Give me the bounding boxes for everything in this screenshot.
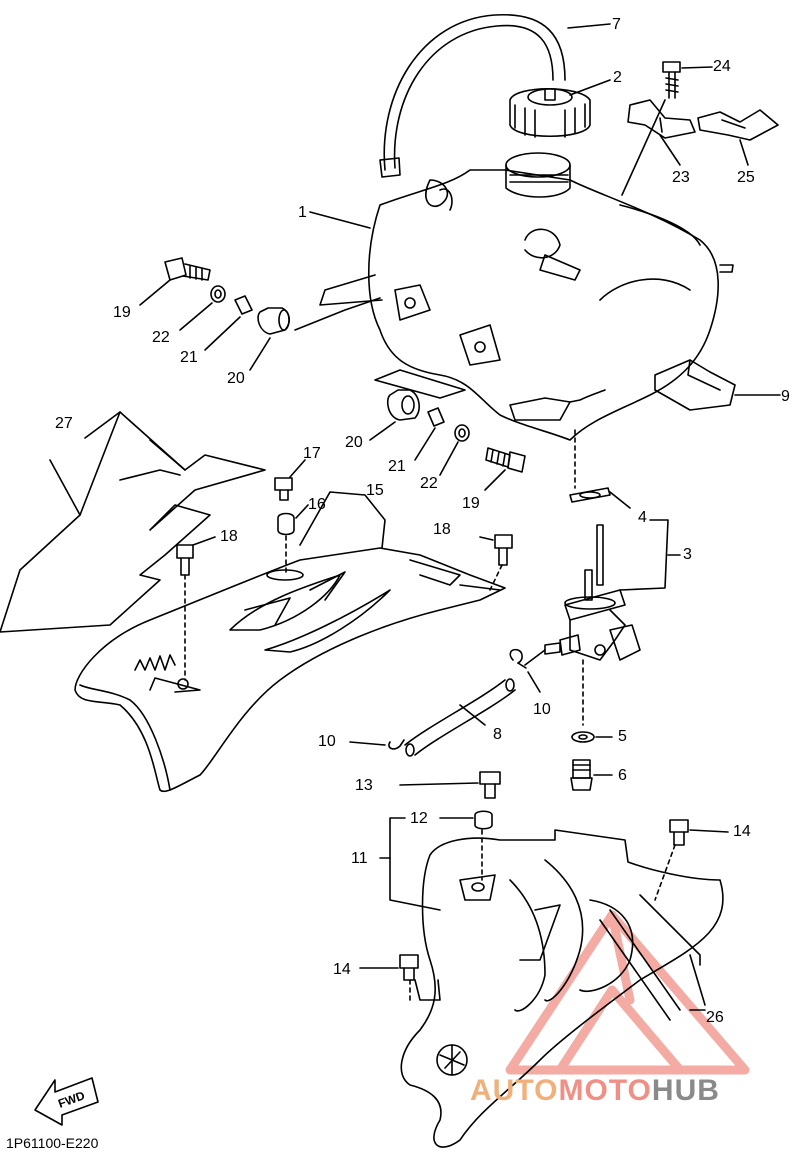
- fwd-arrow-icon: [34, 1077, 99, 1126]
- bracket-25: [697, 109, 779, 166]
- screw-14-right: [669, 819, 729, 846]
- graphic-decal-27: [0, 411, 266, 633]
- callout-2: 2: [613, 69, 622, 86]
- callout-6: 6: [618, 767, 627, 784]
- fuel-hose-8: [404, 678, 516, 757]
- callout-11: 11: [351, 850, 368, 867]
- callout-5: 5: [618, 728, 627, 745]
- bolt-24: [662, 61, 713, 99]
- callout-17: 17: [303, 445, 321, 462]
- callout-22-right: 22: [420, 475, 438, 492]
- bolt-19-right: [484, 447, 526, 491]
- callout-3: 3: [683, 546, 692, 563]
- bolt-13: [399, 771, 501, 799]
- clip-10-upper: [509, 648, 546, 693]
- callout-20-right: 20: [345, 434, 363, 451]
- callout-13: 13: [355, 777, 373, 794]
- mount-guide-lines: [374, 369, 466, 399]
- callout-21-left: 21: [180, 349, 198, 366]
- breather-hose: [379, 13, 611, 178]
- callout-15: 15: [366, 482, 384, 499]
- callout-19-left: 19: [113, 304, 131, 321]
- callout-26: 26: [706, 1009, 724, 1026]
- callout-21-right: 21: [388, 458, 406, 475]
- washer-22-right: [439, 424, 470, 476]
- watermark-part-hub: HUB: [651, 1074, 720, 1107]
- guide-line-18-right: [489, 564, 503, 591]
- callout-18-left: 18: [220, 528, 238, 545]
- callout-22-left: 22: [152, 329, 170, 346]
- clip-10-lower: [349, 739, 405, 750]
- watermark-part-moto: MOTO: [558, 1074, 652, 1107]
- damper-20-left: [249, 297, 381, 371]
- callout-4: 4: [638, 509, 647, 526]
- callout-20-left: 20: [227, 370, 245, 387]
- callout-10-upper: 10: [533, 701, 551, 718]
- callout-12: 12: [410, 810, 428, 827]
- damper-20-right: [369, 389, 420, 441]
- callout-9: 9: [781, 388, 790, 405]
- collar-21-left: [204, 295, 253, 351]
- washer-5: [571, 731, 613, 743]
- callout-27: 27: [55, 415, 73, 432]
- nut-16: [277, 504, 309, 536]
- callout-24: 24: [713, 58, 731, 75]
- callout-25: 25: [737, 169, 755, 186]
- diagram-code: 1P61100-E220: [6, 1135, 99, 1151]
- guide-line-14-right: [654, 844, 676, 901]
- watermark: AUTOMOTOHUB: [470, 1074, 720, 1108]
- screw-14-left: [359, 954, 419, 981]
- callout-14-left: 14: [333, 961, 351, 978]
- watermark-part-auto: AUTO: [470, 1074, 559, 1107]
- callout-19-right: 19: [462, 495, 480, 512]
- screw-18-right: [479, 534, 513, 566]
- callout-8: 8: [493, 726, 502, 743]
- bolt-19-left: [139, 257, 211, 306]
- callout-1: 1: [298, 204, 307, 221]
- callout-23: 23: [672, 169, 690, 186]
- bracket-9: [654, 359, 781, 411]
- fuel-cock-assembly: [544, 429, 681, 726]
- lower-cover-26: [400, 829, 724, 1148]
- filter-6: [570, 759, 613, 791]
- callout-16: 16: [308, 496, 326, 513]
- watermark-triangle-icon: [505, 910, 750, 1075]
- washer-22-left: [179, 285, 226, 331]
- screw-17: [274, 459, 306, 501]
- collar-21-right: [414, 407, 445, 461]
- screw-18-left: [176, 536, 216, 576]
- callout-7: 7: [612, 16, 621, 33]
- fuel-cap: [509, 79, 611, 138]
- callout-10-lower: 10: [318, 733, 336, 750]
- callout-14-right: 14: [733, 823, 751, 840]
- bracket-11-group: [379, 817, 441, 911]
- side-cover-15: [74, 491, 506, 793]
- bracket-23: [627, 99, 696, 166]
- fuel-tank: [309, 99, 734, 441]
- callout-18-right: 18: [433, 521, 451, 538]
- collar-12: [439, 810, 493, 830]
